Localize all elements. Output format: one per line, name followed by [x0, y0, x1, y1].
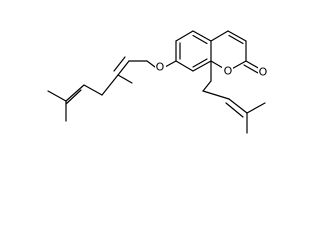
bond-oxygen-ch2: [146, 60, 156, 68]
bond-geranyl-methyl: [117, 74, 133, 84]
bond-geranyl-5: [65, 84, 85, 102]
bond-geranyl-terminal-1: [47, 90, 67, 102]
bond-geranyl-3: [101, 74, 119, 96]
bond-benzene-inner-2: [192, 58, 208, 68]
bond-benzene-3: [192, 60, 212, 72]
bond-carbonyl-2: [243, 64, 259, 74]
prenyl-chain: [202, 60, 266, 134]
atom-labels: O O O: [155, 61, 269, 79]
bond-pyranone-1: [210, 30, 229, 42]
bond-prenyl-4: [228, 98, 248, 114]
bond-benzene-1: [192, 30, 212, 42]
bond-aryl-oxygen: [164, 60, 177, 68]
geranyloxy-chain: [47, 56, 177, 122]
bond-prenyl-4-double: [225, 102, 244, 118]
bond-prenyl-terminal-1: [246, 102, 266, 114]
bond-prenyl-2: [202, 80, 212, 92]
bond-geranyl-2-double: [113, 56, 126, 72]
bond-pyranone-double: [228, 34, 244, 45]
ring-oxygen-label: O: [224, 65, 233, 78]
bond-pyranone-2: [227, 30, 247, 42]
ether-oxygen-label: O: [156, 61, 165, 74]
bond-carbonyl-1: [245, 60, 261, 70]
bond-benzene-4: [175, 60, 194, 72]
bond-benzene-6: [175, 30, 194, 42]
carbonyl-oxygen-label: O: [259, 66, 268, 79]
bond-geranyl-2: [117, 60, 130, 76]
bond-geranyl-5-double: [65, 89, 82, 105]
carbonyl-oxygen-mask: [258, 66, 269, 79]
bond-prenyl-3: [202, 90, 230, 100]
bond-geranyl-4: [83, 84, 103, 96]
bond-benzene-inner-1: [192, 34, 208, 45]
coumarin-core: [175, 30, 261, 74]
ether-oxygen-mask: [155, 61, 166, 74]
chemical-structure-diagram: O O O: [47, 30, 269, 134]
ring-oxygen-mask: [222, 65, 233, 78]
